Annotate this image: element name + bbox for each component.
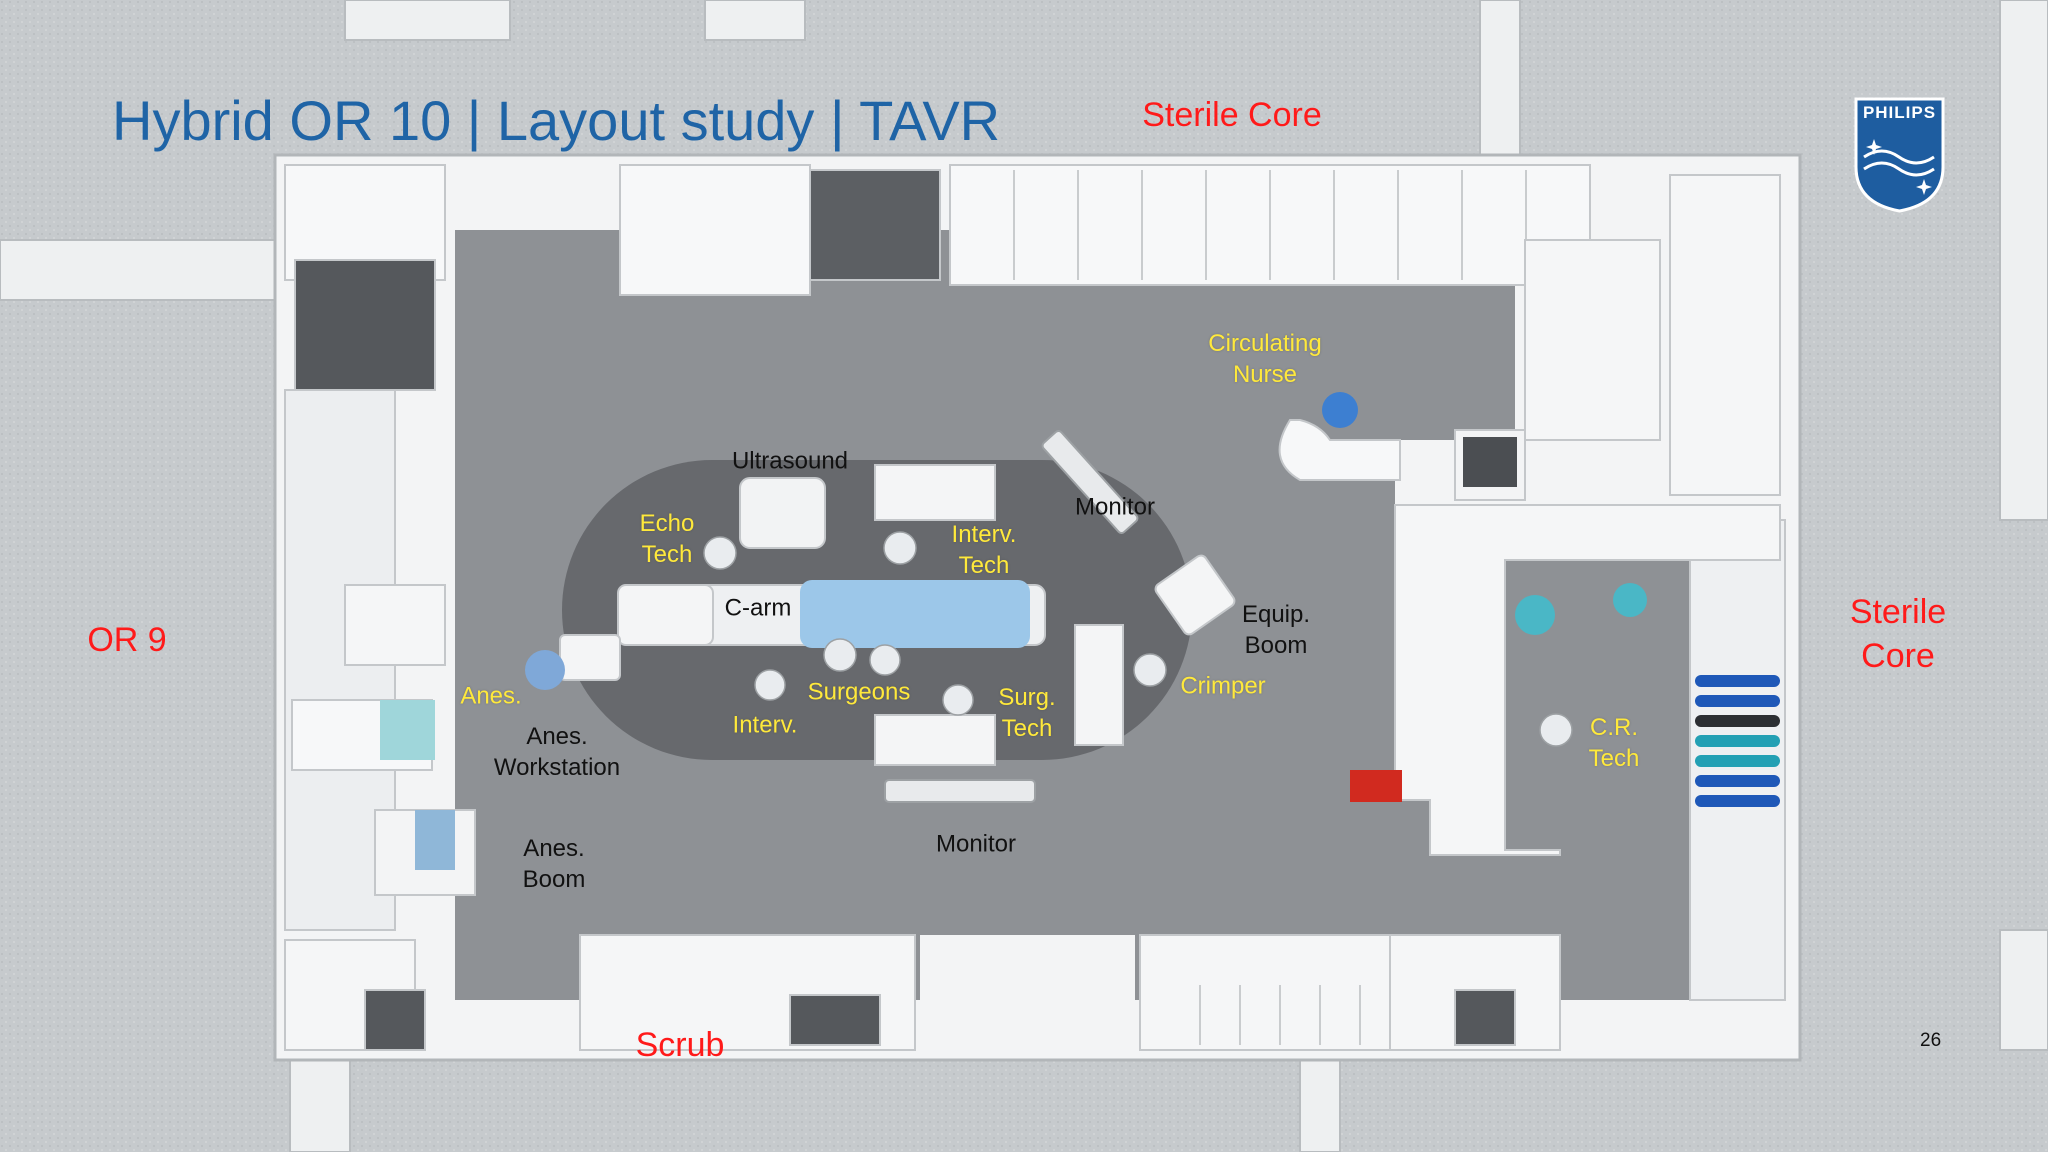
label-anes-workstation: Anes. Workstation: [493, 722, 621, 781]
label-monitor-top: Monitor: [1074, 493, 1156, 521]
top-cabinet-doors: [1013, 170, 1527, 280]
equipment-boom-unit: [1154, 554, 1236, 636]
label-anes-boom: Anes. Boom: [522, 834, 586, 893]
anes-figure: [525, 650, 565, 690]
label-surgeons: Surgeons: [807, 678, 911, 706]
ultrasound-unit: [739, 477, 826, 549]
label-or9: OR 9: [87, 620, 167, 659]
label-surg-tech: Surg. Tech: [998, 683, 1056, 742]
bottom-cabinet-doors: [1199, 985, 1361, 1045]
control-room-monitor: [1463, 437, 1517, 487]
label-echo-tech: Echo Tech: [639, 509, 695, 568]
crimper-table: [1074, 624, 1124, 746]
monitor-top-unit: [1041, 430, 1139, 534]
back-table-bottom: [874, 714, 996, 766]
c-arm-body: [617, 584, 714, 646]
patient-drape: [800, 580, 1030, 648]
label-interv: Interv.: [732, 711, 798, 739]
label-ultrasound: Ultrasound: [731, 447, 849, 475]
circulating-nurse-figure: [1322, 392, 1358, 428]
label-circulating-nurse: Circulating Nurse: [1208, 329, 1322, 388]
page-number: 26: [1920, 1030, 1942, 1051]
bottom-cabinets: [284, 934, 1561, 1051]
label-anes: Anes.: [460, 682, 522, 710]
nurse-workstation: [1278, 419, 1401, 481]
label-interv-tech: Interv. Tech: [951, 520, 1017, 579]
back-table-top: [874, 464, 996, 521]
label-sterile-core-top: Sterile Core: [1142, 95, 1322, 134]
label-crimper: Crimper: [1180, 672, 1266, 700]
label-monitor-bottom: Monitor: [935, 830, 1017, 858]
page-title: Hybrid OR 10 | Layout study | TAVR: [112, 89, 1001, 152]
anes-workstation-unit: [559, 634, 621, 681]
monitor-bottom-unit: [884, 779, 1036, 803]
supply-rack: [1695, 675, 1780, 807]
label-c-arm: C-arm: [724, 594, 792, 622]
cr-tech-chair: [1515, 595, 1555, 635]
philips-shield-icon: [1854, 97, 1945, 213]
label-scrub: Scrub: [635, 1025, 725, 1064]
logo-wordmark: PHILIPS: [1862, 103, 1937, 122]
philips-logo: PHILIPS: [1852, 95, 1947, 213]
staff-figures: [703, 531, 1573, 747]
control-chair: [1613, 583, 1647, 617]
left-equipment: [284, 259, 476, 931]
label-sterile-core-right: Sterile Core: [1849, 592, 1947, 675]
red-cart: [1350, 770, 1402, 802]
control-room-desk: [1394, 504, 1781, 856]
label-equip-boom: Equip. Boom: [1241, 600, 1311, 659]
label-cr-tech: C.R. Tech: [1588, 713, 1640, 772]
